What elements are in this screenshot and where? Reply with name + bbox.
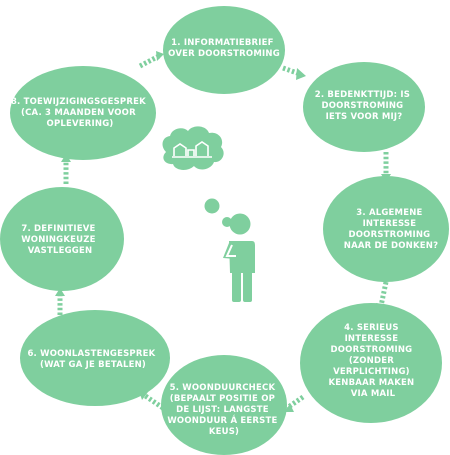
step-7: 7. DEFINITIEVE WONINGKEUZE VASTLEGGEN: [0, 187, 124, 291]
arrow-7-8: [61, 154, 71, 162]
step-8-label: 8. TOEWIJZIGINGSGESPREK (CA. 3 MAANDEN V…: [11, 97, 149, 129]
step-8-node: [10, 66, 156, 160]
arrow-5-6: [139, 391, 148, 400]
step-1-label: 1. INFORMATIEBRIEF OVER DOORSTROMING: [168, 38, 280, 59]
connector-8-1: [138, 53, 161, 69]
step-6-label: 6. WOONLASTENGESPREK (WAT GA JE BETALEN): [27, 349, 158, 370]
step-3: 3. ALGEMENE INTERESSE DOORSTROMING NAAR …: [323, 176, 449, 282]
step-5-label: 5. WOONDUURCHECK (BEPAALT POSITIE OP DE …: [167, 383, 280, 437]
step-1-node: [163, 6, 285, 94]
step-4: 4. SERIEUS INTERESSE DOORSTROMING (ZONDE…: [300, 303, 442, 423]
arrow-2-3: [381, 174, 391, 182]
step-3-node: [323, 176, 449, 282]
step-8: 8. TOEWIJZIGINGSGESPREK (CA. 3 MAANDEN V…: [10, 66, 156, 160]
step-2: 2. BEDENKTTIJD: IS DOORSTROMING IETS VOO…: [303, 62, 425, 152]
step-6-node: [20, 310, 170, 406]
step-3-label: 3. ALGEMENE INTERESSE DOORSTROMING NAAR …: [344, 208, 438, 251]
connector-5-6: [142, 392, 165, 411]
arrow-8-1: [156, 51, 164, 61]
step-1: 1. INFORMATIEBRIEF OVER DOORSTROMING: [163, 6, 285, 94]
thought-bubble-houses-icon: [162, 126, 232, 227]
connector-3-4: [378, 281, 389, 307]
step-2-node: [303, 62, 425, 152]
step-2-label: 2. BEDENKTTIJD: IS DOORSTROMING IETS VOO…: [315, 90, 414, 122]
arrow-3-4: [376, 303, 386, 312]
step-7-label: 7. DEFINITIEVE WONINGKEUZE VASTLEGGEN: [21, 224, 99, 256]
step-4-label: 4. SERIEUS INTERESSE DOORSTROMING (ZONDE…: [329, 323, 418, 399]
connector-arrowheads: [55, 51, 391, 412]
step-6: 6. WOONLASTENGESPREK (WAT GA JE BETALEN): [20, 310, 170, 406]
step-7-node: [0, 187, 124, 291]
step-5: 5. WOONDUURCHECK (BEPAALT POSITIE OP DE …: [161, 355, 287, 455]
arrow-4-5: [284, 404, 294, 412]
step-nodes: 1. INFORMATIEBRIEF OVER DOORSTROMING 2. …: [0, 6, 449, 455]
arrow-6-7: [55, 288, 65, 296]
step-4-node: [300, 303, 442, 423]
arrow-1-2: [296, 68, 306, 80]
step-5-node: [161, 355, 287, 455]
thinking-person-icon: [162, 126, 255, 302]
